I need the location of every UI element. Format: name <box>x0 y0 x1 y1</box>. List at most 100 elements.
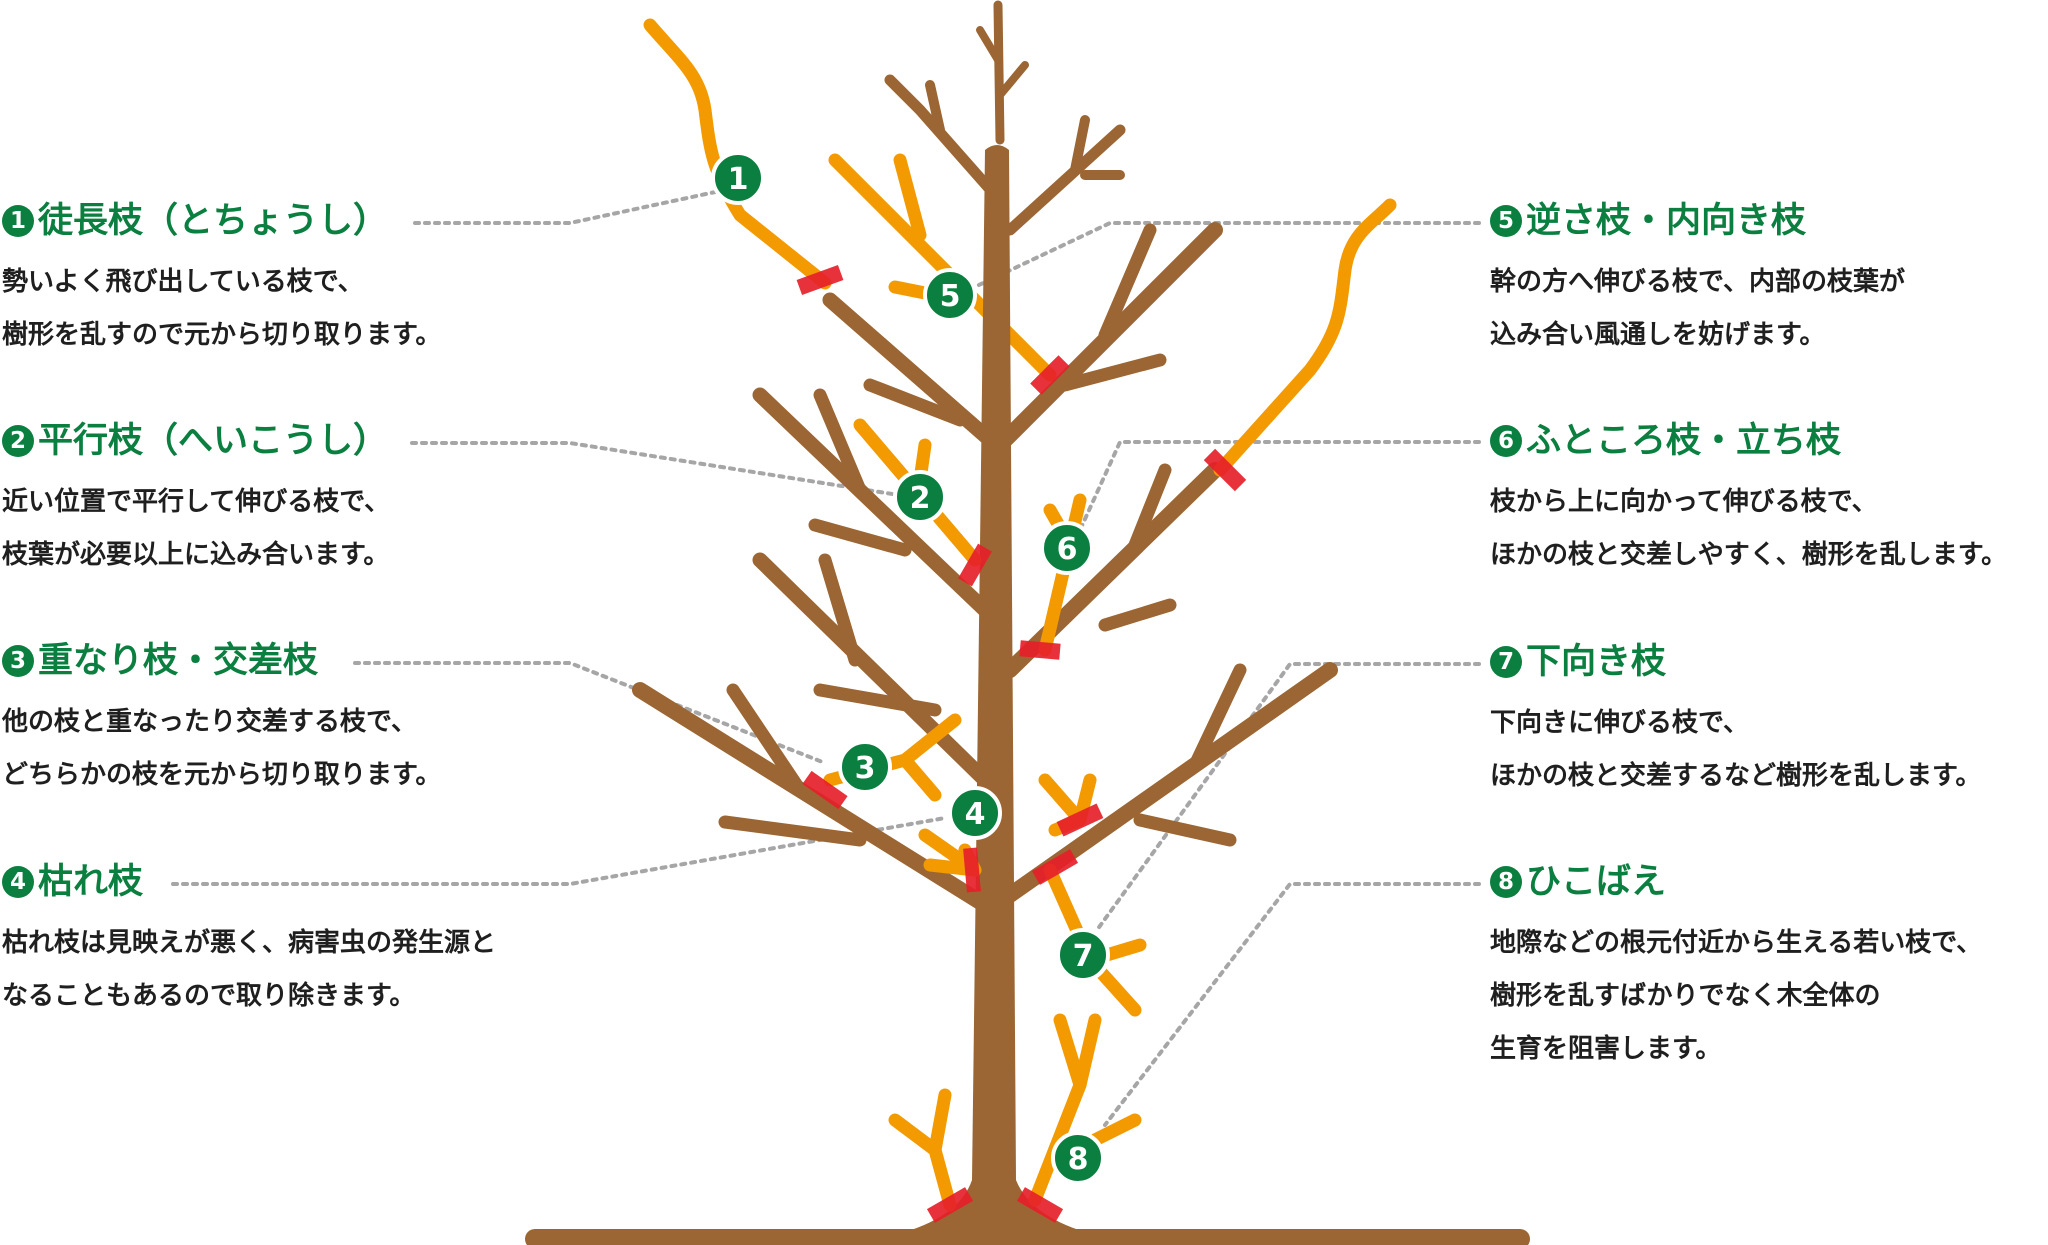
cut-mark-7 <box>1031 849 1079 885</box>
label-8-line-2: 樹形を乱すばかりでなく木全体の <box>1490 981 1881 1011</box>
tree-marker-number: 5 <box>940 279 961 314</box>
tree <box>525 0 1530 1245</box>
label-2-line-2: 枝葉が必要以上に込み合います。 <box>2 540 390 570</box>
tree-marker-circle <box>923 268 977 322</box>
tree-number-markers: 1 5 2 6 3 4 7 8 <box>711 151 1110 1185</box>
cut-mark-6 <box>1019 640 1061 660</box>
branch-upper-left-2 <box>863 378 967 427</box>
cut-mark-1 <box>796 264 844 296</box>
tree-marker-circle <box>893 470 947 524</box>
cut-mark-5 <box>1030 355 1070 395</box>
label-1-title: 徒長枝（とちょうし） <box>38 201 389 241</box>
cut-mark-4 <box>963 847 981 893</box>
label-6-line-2: ほかの枝と交差しやすく、樹形を乱します。 <box>1490 540 2008 570</box>
label-4: 4 枯れ枝 枯れ枝は見映えが悪く、病害虫の発生源と なることもあるので取り除きま… <box>2 859 496 1023</box>
label-5-title-row: 5 逆さ枝・内向き枝 <box>1490 198 1905 244</box>
tree-marker-number: 4 <box>965 797 986 832</box>
tree-marker-4: 4 <box>948 786 1002 840</box>
leader-line-1 <box>413 189 722 225</box>
leader-lines <box>171 189 1481 1127</box>
label-6-title-row: 6 ふところ枝・立ち枝 <box>1490 418 2007 464</box>
branch-left-2-up <box>813 388 867 497</box>
branch-right-3-side <box>1133 813 1237 847</box>
branch-upper-right-up <box>1098 223 1157 342</box>
label-6-number-badge: 6 <box>1490 425 1522 457</box>
branch-right-2-up <box>1128 463 1172 552</box>
tree-marker-number: 3 <box>855 751 876 786</box>
label-2-title: 平行枝（へいこうし） <box>38 421 389 461</box>
label-5-line-1: 幹の方へ伸びる枝で、内部の枝葉が <box>1490 267 1905 297</box>
label-1-line-2: 樹形を乱すので元から切り取ります。 <box>2 320 442 350</box>
label-2: 2 平行枝（へいこうし） 近い位置で平行して伸びる枝で、 枝葉が必要以上に込み合… <box>2 418 390 582</box>
label-7-title: 下向き枝 <box>1526 642 1667 682</box>
label-7-description: 下向きに伸びる枝で、 ほかの枝と交差するなど樹形を乱します。 <box>1490 697 1981 803</box>
branch-left-3-up <box>818 553 862 667</box>
tree-marker-5: 5 <box>923 268 977 322</box>
label-5-title: 逆さ枝・内向き枝 <box>1526 201 1807 241</box>
label-5-line-2: 込み合い風通しを妨げます。 <box>1490 320 1826 350</box>
label-1-title-row: 1 徒長枝（とちょうし） <box>2 198 441 244</box>
tree-marker-circle <box>1056 928 1110 982</box>
tree-marker-circle <box>1040 521 1094 575</box>
inward-branch <box>828 153 1057 382</box>
branch-left-2-side <box>808 518 912 557</box>
crown-left-twig <box>925 80 945 135</box>
label-2-description: 近い位置で平行して伸びる枝で、 枝葉が必要以上に込み合います。 <box>2 476 390 582</box>
cut-mark-8-right <box>1016 1187 1064 1223</box>
leader-line-7 <box>1095 662 1481 932</box>
branch-left-4-up <box>726 683 807 797</box>
tree-marker-number: 8 <box>1068 1142 1089 1177</box>
tree-marker-3: 3 <box>838 740 892 794</box>
label-5-number-badge: 5 <box>1490 205 1522 237</box>
tree-marker-2: 2 <box>893 470 947 524</box>
tree-marker-1: 1 <box>711 151 765 205</box>
branch-upper-right-side <box>1058 353 1167 392</box>
crown-left <box>884 74 1001 201</box>
tree-marker-number: 6 <box>1057 532 1078 567</box>
label-3-line-1: 他の枝と重なったり交差する枝で、 <box>2 707 417 737</box>
crown-top-left-twig <box>976 26 1002 64</box>
tree-marker-circle <box>1051 1131 1105 1185</box>
label-6-line-1: 枝から上に向かって伸びる枝で、 <box>1490 487 1878 517</box>
tree-marker-number: 1 <box>728 162 749 197</box>
cut-mark-7-upper <box>1056 803 1104 837</box>
tree-marker-8: 8 <box>1051 1131 1105 1185</box>
label-4-title: 枯れ枝 <box>38 862 144 902</box>
tree-marker-6: 6 <box>1040 521 1094 575</box>
label-8-number-badge: 8 <box>1490 866 1522 898</box>
label-1-line-1: 勢いよく飛び出している枝で、 <box>2 267 364 297</box>
label-2-title-row: 2 平行枝（へいこうし） <box>2 418 390 464</box>
label-3-description: 他の枝と重なったり交差する枝で、 どちらかの枝を元から切り取ります。 <box>2 696 441 802</box>
branch-right-2-side <box>1098 598 1177 632</box>
tree-marker-number: 7 <box>1073 939 1094 974</box>
cut-mark-right-sprout <box>1203 448 1247 492</box>
label-3-line-2: どちらかの枝を元から切り取ります。 <box>2 760 442 790</box>
label-8: 8 ひこばえ 地際などの根元付近から生える若い枝で、 樹形を乱すばかりでなく木全… <box>1490 859 1982 1076</box>
label-7-line-1: 下向きに伸びる枝で、 <box>1490 708 1749 738</box>
trunk <box>905 145 1085 1232</box>
sucker-left-twig <box>928 1088 952 1157</box>
label-8-title-row: 8 ひこばえ <box>1490 859 1982 905</box>
crown-top <box>993 0 1005 145</box>
label-1-number-badge: 1 <box>2 205 34 237</box>
tree-marker-circle <box>838 740 892 794</box>
label-7-number-badge: 7 <box>1490 646 1522 678</box>
branch-left-3 <box>752 552 993 788</box>
label-4-title-row: 4 枯れ枝 <box>2 859 496 905</box>
label-2-line-1: 近い位置で平行して伸びる枝で、 <box>2 487 391 517</box>
leader-line-8 <box>1103 882 1481 1127</box>
crossing-branch-twig <box>898 753 942 802</box>
crown-top-right-twig <box>996 61 1029 99</box>
label-3: 3 重なり枝・交差枝 他の枝と重なったり交差する枝で、 どちらかの枝を元から切り… <box>2 638 441 802</box>
branch-left-2 <box>752 387 993 618</box>
branch-right-3-up <box>1188 663 1247 772</box>
label-1: 1 徒長枝（とちょうし） 勢いよく飛び出している枝で、 樹形を乱すので元から切り… <box>2 198 441 362</box>
label-7-title-row: 7 下向き枝 <box>1490 639 1981 685</box>
leader-line-2 <box>410 441 907 498</box>
label-4-description: 枯れ枝は見映えが悪く、病害虫の発生源と なることもあるので取り除きます。 <box>2 917 496 1023</box>
branch-left-3-side <box>813 683 942 717</box>
crown-right-twig-1 <box>1070 115 1090 175</box>
label-7-line-2: ほかの枝と交差するなど樹形を乱します。 <box>1490 761 1982 791</box>
label-3-title: 重なり枝・交差枝 <box>38 641 319 681</box>
